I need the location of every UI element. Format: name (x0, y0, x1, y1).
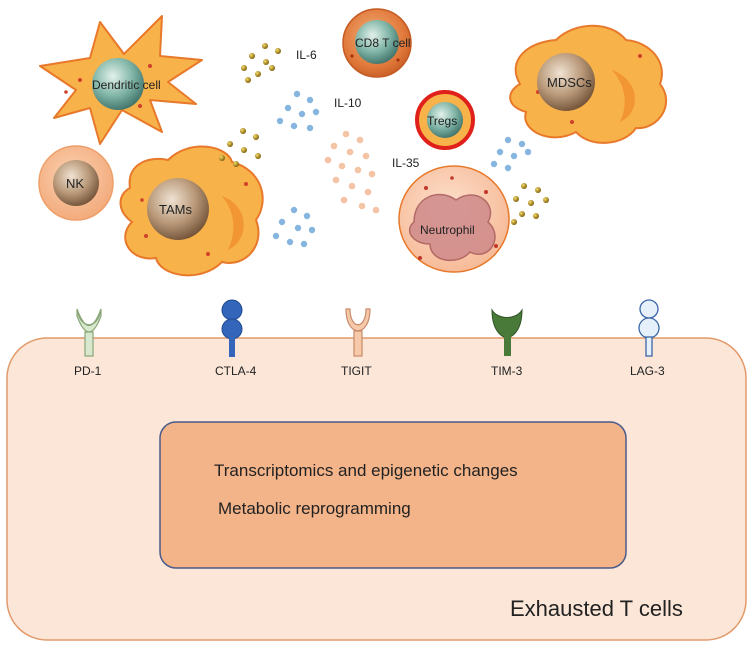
tigit-label: TIGIT (341, 364, 372, 378)
dendritic-cell-label: Dendritic cell (92, 78, 161, 92)
ctla4-receptor (221, 299, 243, 357)
dendritic-cell: Dendritic cell (39, 15, 203, 145)
mdscs-label: MDSCs (547, 75, 592, 90)
tregs-cell: Tregs (415, 90, 475, 150)
il6-gold-dots-right (511, 183, 549, 225)
tams-label: TAMs (159, 202, 192, 217)
transcriptomics-text: Transcriptomics and epigenetic changes (214, 461, 518, 480)
il35-label: IL-35 (392, 156, 420, 170)
tams-cell: TAMs (119, 145, 264, 277)
il6-label: IL-6 (296, 48, 317, 62)
ctla4-label: CTLA-4 (215, 364, 257, 378)
il6-gold-dots-top (241, 43, 281, 83)
il10-blue-dots-right (490, 136, 532, 172)
metabolic-text: Metabolic reprogramming (218, 499, 411, 518)
pd1-receptor (76, 308, 102, 357)
lag3-label: LAG-3 (630, 364, 665, 378)
intracellular-changes-box (159, 421, 627, 569)
dendritic-nucleus (92, 58, 144, 110)
cd8-t-cell-label: CD8 T cell (355, 36, 411, 50)
cd8-t-cell: CD8 T cell (342, 8, 412, 78)
tigit-receptor (345, 308, 371, 357)
neutrophil-cell: Neutrophil (398, 165, 510, 273)
tim3-receptor (491, 308, 523, 356)
nk-label: NK (66, 176, 84, 191)
nk-cell: NK (38, 145, 114, 221)
mdscs-cell: MDSCs (509, 24, 667, 144)
il10-blue-dots-top (276, 90, 320, 132)
lag3-receptor (638, 299, 660, 357)
il6-gold-dots-left (219, 128, 261, 167)
neutrophil-label: Neutrophil (420, 223, 475, 237)
il10-label: IL-10 (334, 96, 362, 110)
il35-peach-dots (324, 130, 380, 214)
pd1-label: PD-1 (74, 364, 102, 378)
tregs-label: Tregs (427, 114, 457, 128)
il10-blue-dots-bottom (272, 206, 316, 248)
exhausted-t-cells-label: Exhausted T cells (510, 596, 683, 621)
tim3-label: TIM-3 (491, 364, 523, 378)
